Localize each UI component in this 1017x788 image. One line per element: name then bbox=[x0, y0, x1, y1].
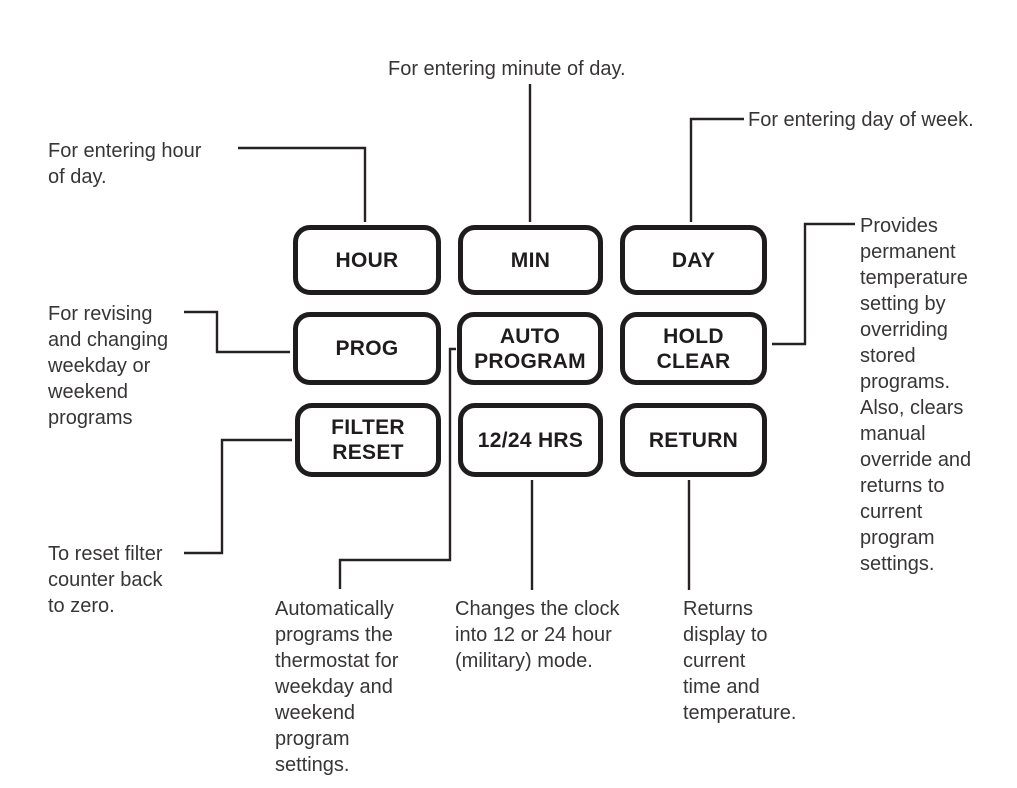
min-button: MIN bbox=[458, 225, 603, 295]
hold-clear-button: HOLD CLEAR bbox=[620, 312, 767, 385]
auto-program-button: AUTO PROGRAM bbox=[457, 312, 603, 385]
filter-reset-button: FILTER RESET bbox=[295, 403, 441, 477]
minute-annotation: For entering minute of day. bbox=[388, 58, 626, 80]
auto-program-connector-line bbox=[338, 347, 456, 589]
12-24-hrs-button: 12/24 HRS bbox=[458, 403, 603, 477]
12-24-hrs-annotation: Changes the clock into 12 or 24 hour (mi… bbox=[455, 598, 620, 672]
hour-connector-line bbox=[238, 146, 367, 222]
return-button: RETURN bbox=[620, 403, 767, 477]
filter-reset-annotation: To reset filter counter back to zero. bbox=[48, 543, 163, 617]
hold-clear-connector-line bbox=[772, 222, 855, 346]
day-connector-line bbox=[689, 117, 744, 222]
day-button: DAY bbox=[620, 225, 767, 295]
auto-program-annotation: Automatically programs the thermostat fo… bbox=[275, 598, 399, 776]
hold-clear-annotation: Provides permanent temperature setting b… bbox=[860, 215, 972, 575]
day-of-week-annotation: For entering day of week. bbox=[748, 109, 974, 131]
filter-reset-connector-line bbox=[184, 438, 292, 555]
prog-annotation: For revising and changing weekday or wee… bbox=[48, 303, 169, 429]
return-annotation: Returns display to current time and temp… bbox=[683, 598, 797, 724]
prog-connector-line bbox=[184, 310, 290, 354]
hour-button: HOUR bbox=[293, 225, 441, 295]
prog-button: PROG bbox=[293, 312, 441, 385]
hour-annotation: For entering hour of day. bbox=[48, 140, 202, 188]
